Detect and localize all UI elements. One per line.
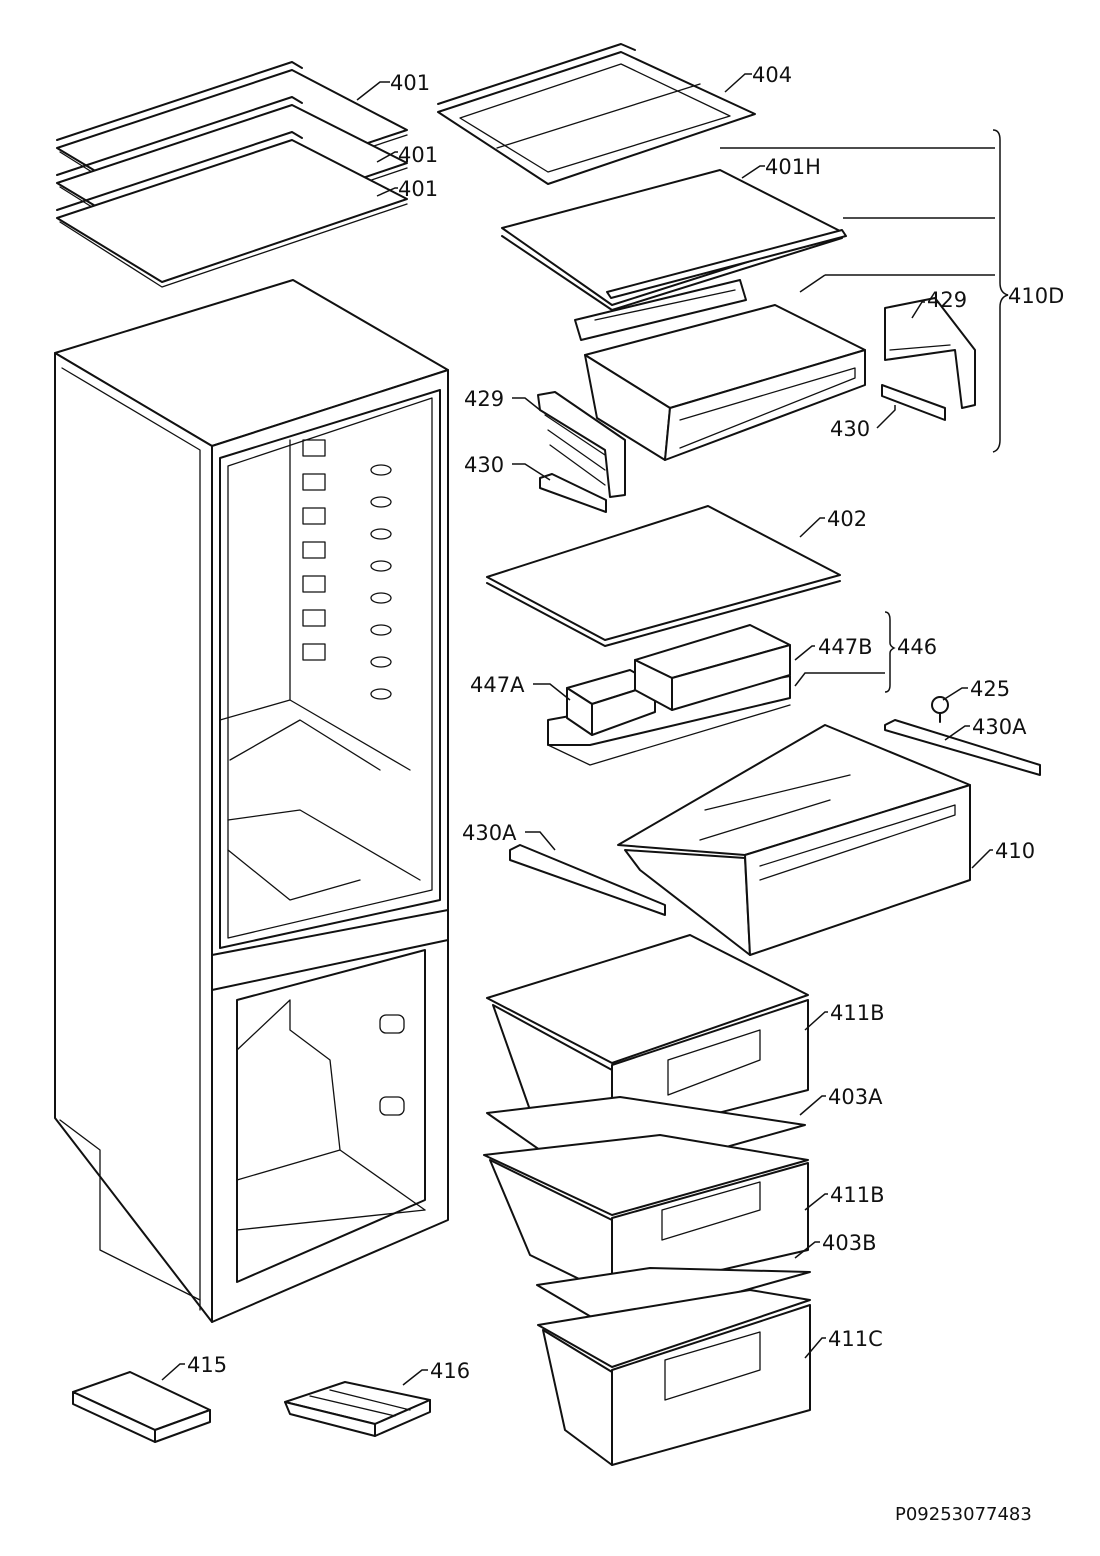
label-447A: 447A [470,673,525,697]
tray-447A [566,669,656,736]
cabinet-body [54,279,449,1323]
label-411C: 411C [828,1327,883,1351]
label-429-left: 429 [464,387,504,411]
ice-tray-416 [284,1381,431,1437]
drawer-assembly-410D [574,229,976,461]
bracket-429-left [537,391,626,498]
leader-lines [161,73,1009,1386]
shelf-404 [437,43,756,185]
label-429-right: 429 [927,288,967,312]
label-401-bottom: 401 [398,177,438,201]
document-code: P09253077483 [895,1504,1032,1525]
tray-447B [634,624,791,711]
label-401-middle: 401 [398,143,438,167]
label-401H: 401H [765,155,821,179]
shelf-support-ribs [302,439,392,700]
glass-shelf-401H [501,169,843,311]
glass-shelf-401-bottom [56,131,408,288]
label-430A-left: 430A [462,821,517,845]
glass-shelf-402 [486,505,841,647]
label-411B-lower: 411B [830,1183,885,1207]
label-430-right: 430 [830,417,870,441]
rail-430-left [539,473,607,513]
label-403B: 403B [822,1231,877,1255]
label-447B: 447B [818,635,873,659]
knob-425 [931,696,949,723]
label-403A: 403A [828,1085,883,1109]
rail-430A-right [884,719,1041,776]
label-416: 416 [430,1359,470,1383]
label-410: 410 [995,839,1035,863]
label-402: 402 [827,507,867,531]
label-411B-upper: 411B [830,1001,885,1025]
freezer-drawer-410 [617,724,971,956]
label-430A-right: 430A [972,715,1027,739]
label-410D: 410D [1008,284,1064,308]
crisper-drawer-411C [537,1289,811,1466]
label-430-left: 430 [464,453,504,477]
freezer-tray-set-446 [547,624,791,766]
ice-tray-415 [72,1371,211,1443]
glass-shelf-401-stack [56,61,408,288]
part-labels: 401 401 401 404 401H 410D 429 430 429 43… [187,63,1064,1383]
label-404: 404 [752,63,792,87]
label-415: 415 [187,1353,227,1377]
crisper-drawer-411B-lower [483,1134,809,1296]
rail-430A-left [509,844,666,916]
label-425: 425 [970,677,1010,701]
label-401-top: 401 [390,71,430,95]
label-446: 446 [897,635,937,659]
